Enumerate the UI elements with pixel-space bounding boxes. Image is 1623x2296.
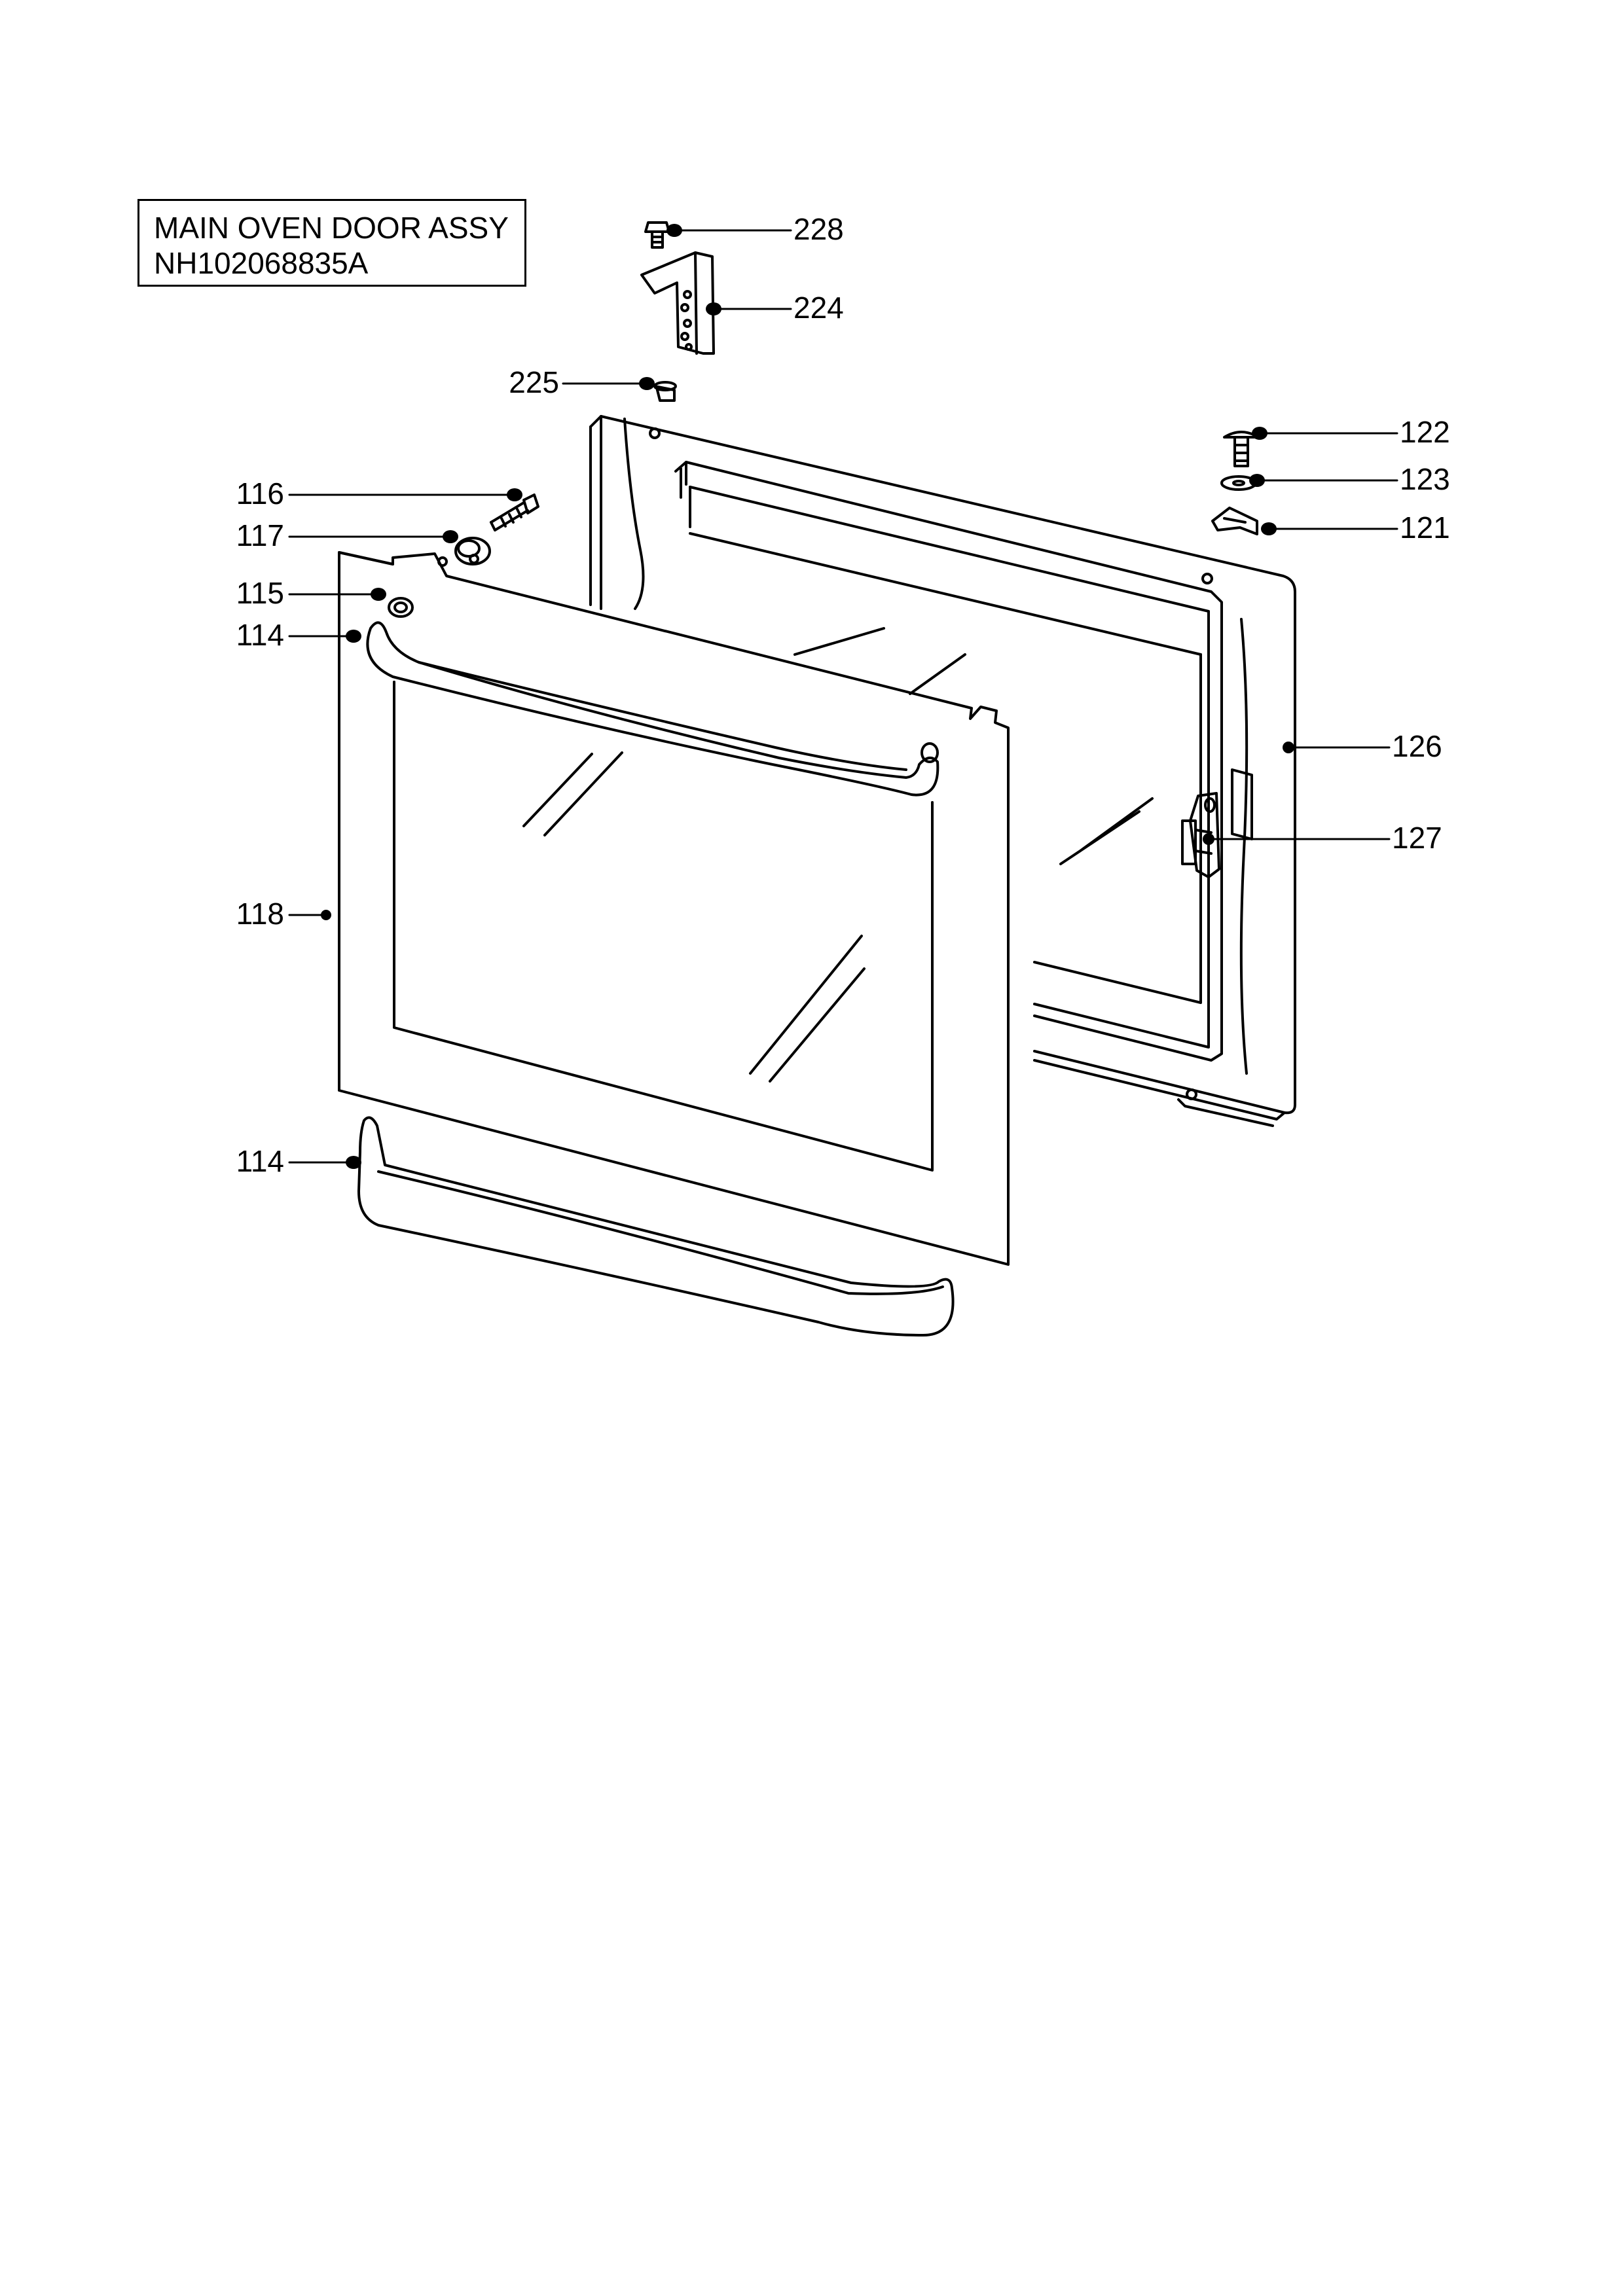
spring-clip bbox=[1211, 507, 1258, 535]
handle-spacer bbox=[388, 597, 414, 618]
callout-127: 127 bbox=[1392, 821, 1442, 855]
door-latch bbox=[1181, 792, 1220, 878]
assembly-title-box: MAIN OVEN DOOR ASSY NH102068835A bbox=[137, 199, 526, 287]
assembly-part-number: NH102068835A bbox=[154, 246, 369, 280]
callout-123: 123 bbox=[1400, 462, 1450, 496]
handle-washer bbox=[454, 537, 491, 565]
callout-121: 121 bbox=[1400, 511, 1450, 545]
hinge-screw bbox=[644, 221, 670, 249]
assembly-name: MAIN OVEN DOOR ASSY bbox=[154, 211, 509, 245]
callout-leaders bbox=[288, 229, 1398, 1164]
callout-122: 122 bbox=[1400, 415, 1450, 449]
upper-door-handle bbox=[366, 621, 939, 797]
handle-screw bbox=[490, 493, 539, 531]
callout-114-upper: 114 bbox=[236, 618, 284, 652]
callout-225: 225 bbox=[509, 365, 559, 399]
lower-door-handle bbox=[357, 1116, 955, 1336]
outer-door-panel bbox=[338, 551, 1010, 1266]
inner-door-frame bbox=[589, 415, 1296, 1127]
callout-116: 116 bbox=[236, 476, 284, 511]
door-screw bbox=[1223, 431, 1260, 467]
callout-224: 224 bbox=[793, 291, 844, 325]
callout-126: 126 bbox=[1392, 729, 1442, 763]
callout-117: 117 bbox=[236, 518, 284, 552]
callout-labels: 228 224 225 122 123 121 116 117 115 114 … bbox=[236, 212, 1450, 1178]
callout-114-lower: 114 bbox=[236, 1144, 284, 1178]
hinge-bush bbox=[653, 381, 677, 402]
hinge-bracket bbox=[640, 251, 715, 355]
callout-228: 228 bbox=[793, 212, 844, 246]
callout-118: 118 bbox=[236, 897, 284, 931]
callout-dots bbox=[321, 224, 1294, 1169]
callout-115: 115 bbox=[236, 576, 284, 610]
